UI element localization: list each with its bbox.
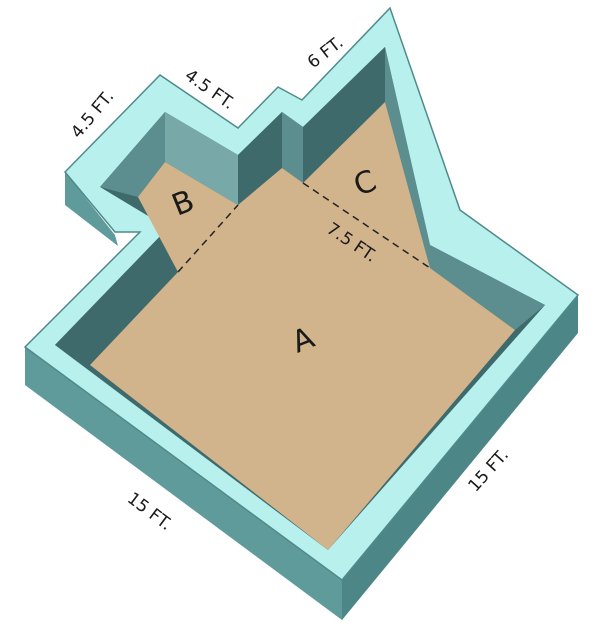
floor — [90, 102, 515, 550]
outer-wall-bump-face — [65, 172, 118, 246]
inner-wall-c-right — [385, 47, 430, 268]
inner-wall-b-back — [100, 112, 165, 197]
inner-wall-right — [430, 245, 545, 330]
inner-wall-notch — [238, 112, 282, 205]
outer-wall-right-face — [342, 295, 578, 620]
inner-wall-c-back — [303, 47, 385, 183]
dim-label-bottom-left: 15 FT. — [123, 489, 175, 535]
outer-wall-left-face — [25, 347, 342, 620]
divider-a-b — [177, 204, 239, 273]
inner-wall-b-top — [165, 112, 238, 205]
inner-wall-left-lower — [55, 228, 178, 365]
inner-wall-notch-side — [282, 112, 303, 183]
divider-a-c — [302, 182, 431, 269]
